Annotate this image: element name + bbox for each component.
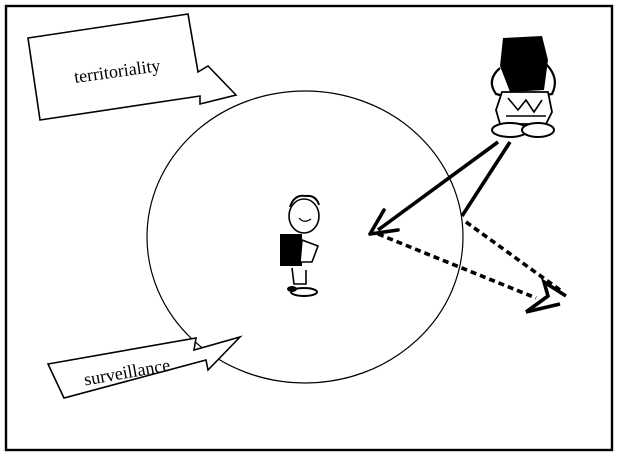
territory-circle <box>146 90 464 384</box>
territoriality-callout: territoriality <box>27 13 238 121</box>
observer-person-icon <box>490 36 557 138</box>
deflected-sightlines <box>377 220 567 314</box>
direct-sightlines <box>368 140 512 236</box>
inner-person-icon <box>280 194 320 297</box>
